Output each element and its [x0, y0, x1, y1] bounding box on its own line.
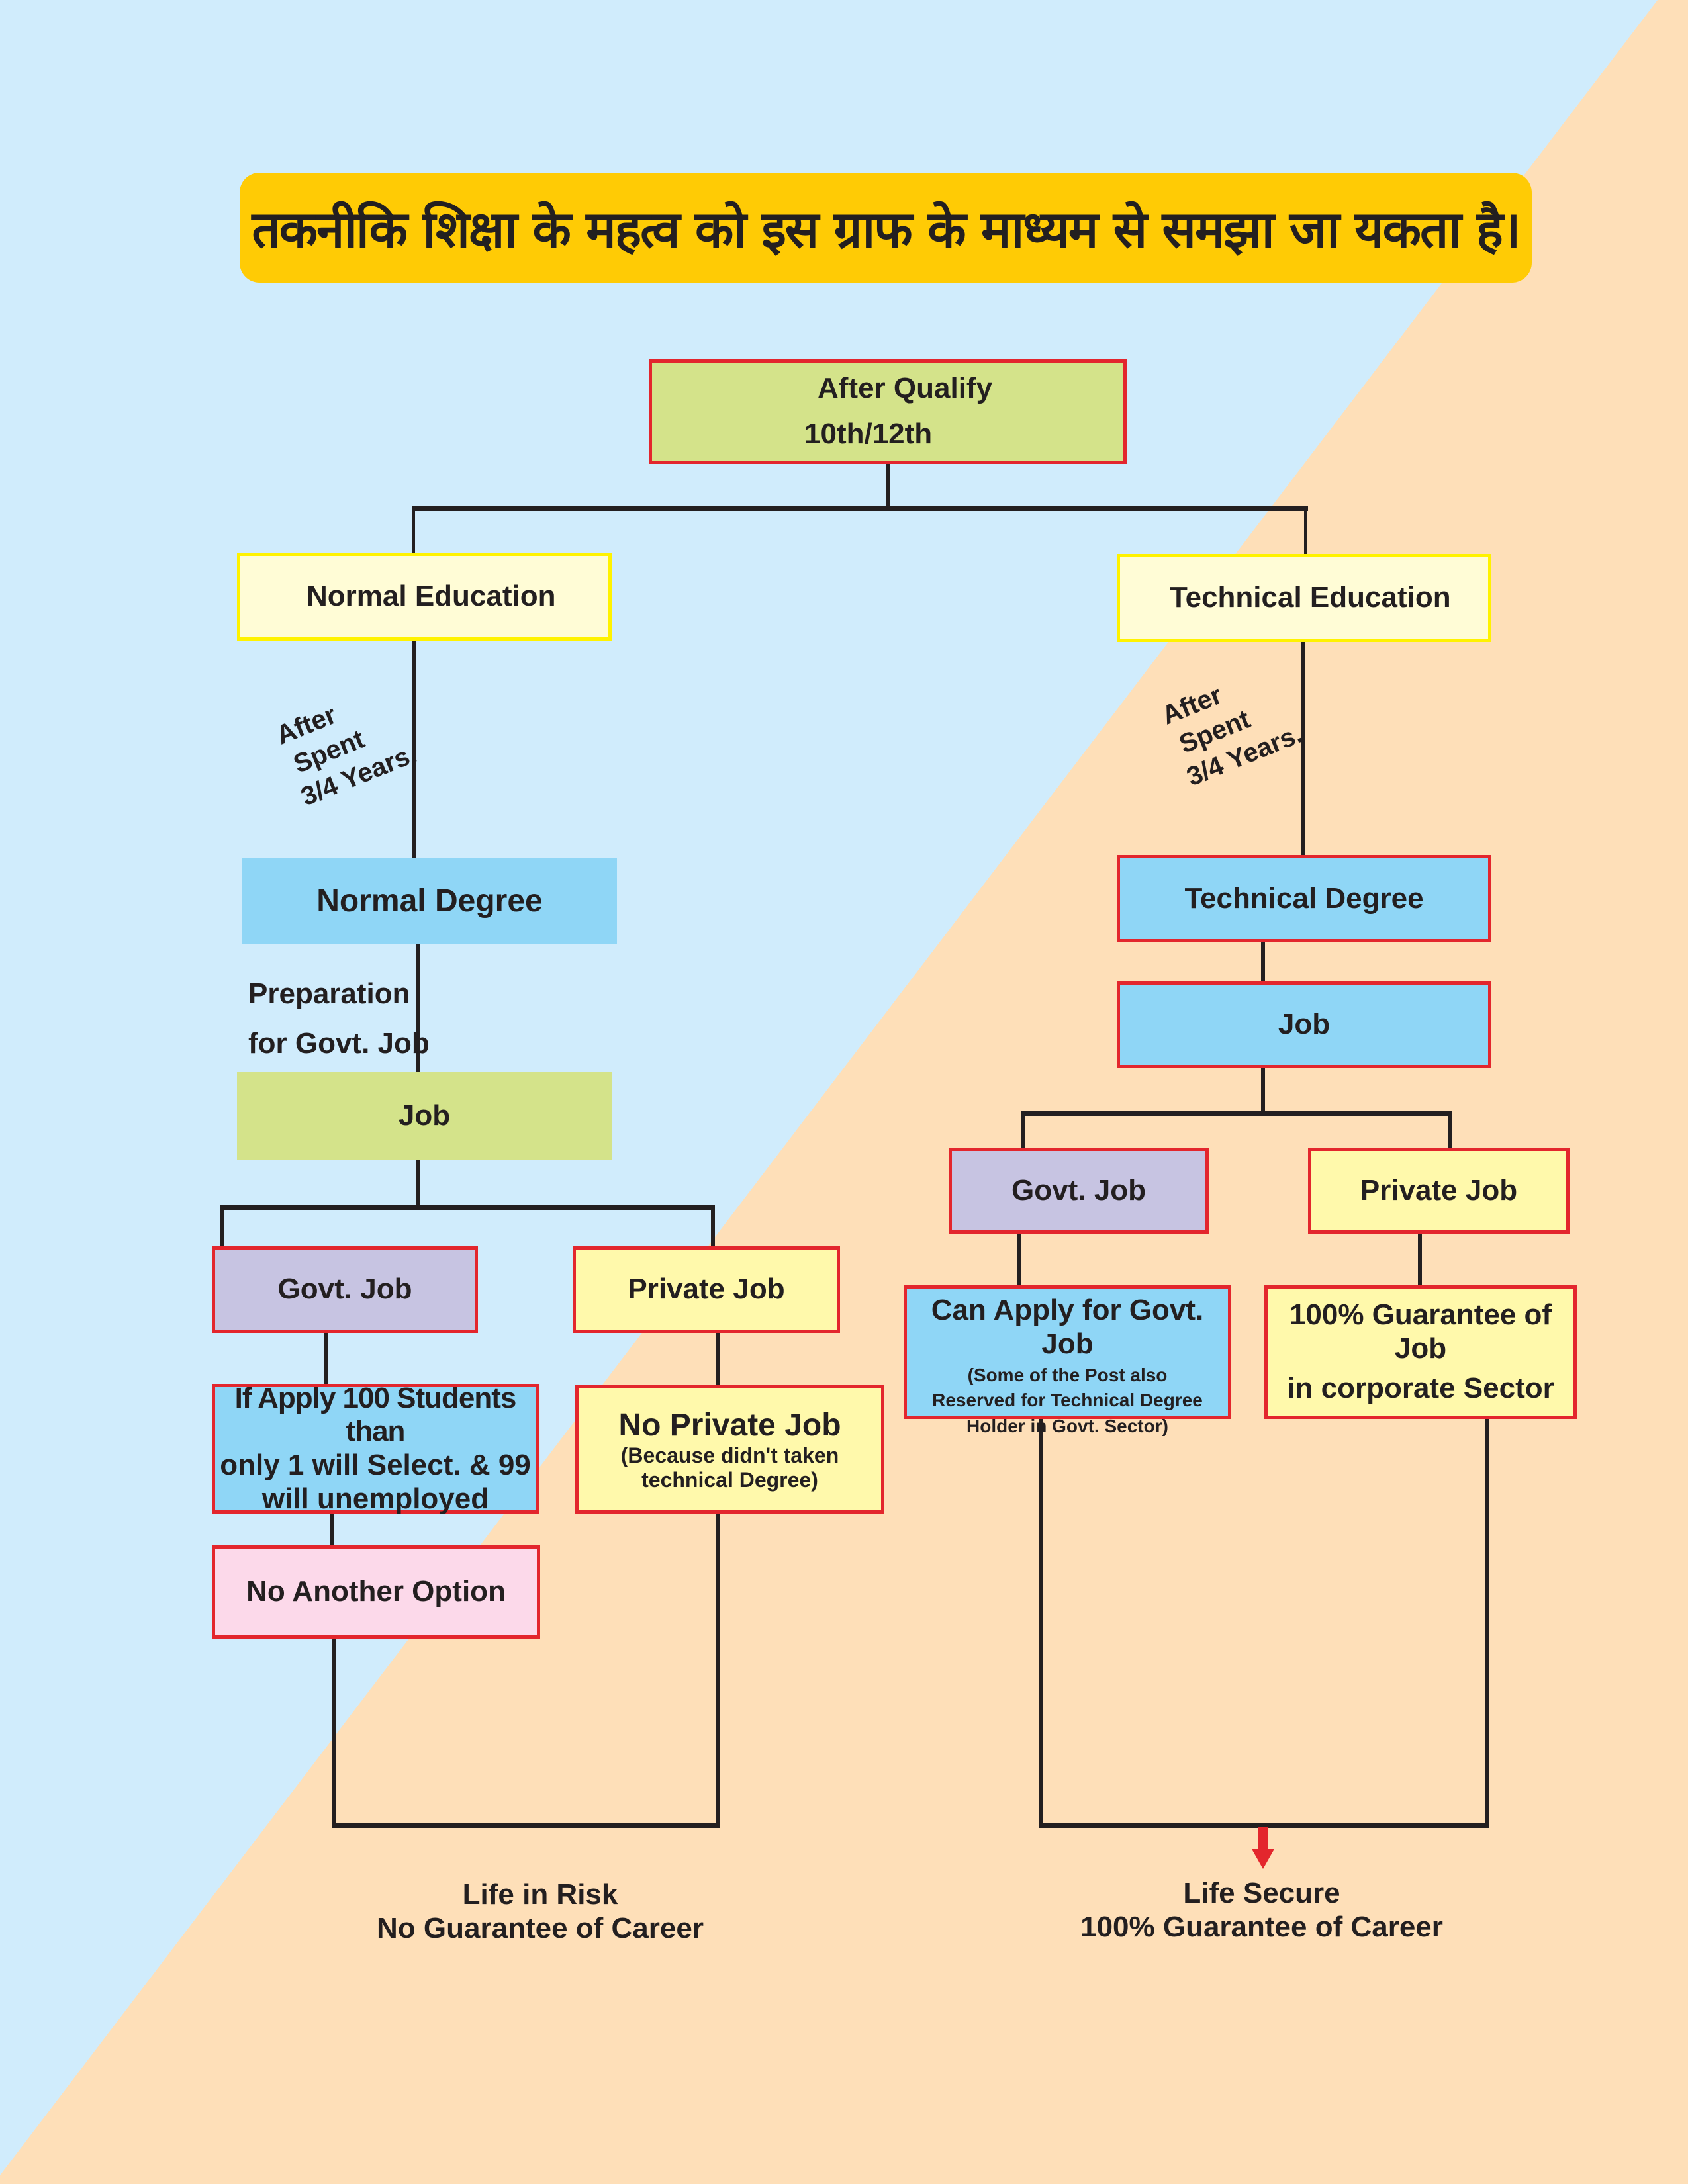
guarantee-job-node: 100% Guarantee of Job in corporate Secto… [1264, 1285, 1577, 1419]
normal-private-job-node: Private Job [573, 1246, 840, 1333]
connector [1485, 1419, 1489, 1827]
connector [330, 1514, 334, 1545]
technical-govt-job-label: Govt. Job [1011, 1173, 1146, 1206]
connector [1418, 1234, 1422, 1285]
connector [886, 464, 890, 509]
normal-job-node: Job [237, 1072, 612, 1160]
connector [1039, 1419, 1043, 1827]
root-line1: After Qualify [818, 372, 993, 405]
can-apply-note: Reserved for Technical Degree [932, 1390, 1203, 1411]
connector [332, 1823, 720, 1828]
connector [1021, 1114, 1025, 1148]
arrow-down-icon [1252, 1827, 1274, 1869]
normal-education-label: Normal Education [306, 580, 556, 613]
connector [324, 1333, 328, 1384]
guarantee-job-line: 100% Guarantee of Job [1289, 1298, 1552, 1365]
govt-result-line: only 1 will Select. & 99 [220, 1449, 531, 1481]
root-line2: 10th/12th [804, 418, 933, 450]
connector [220, 1207, 224, 1246]
preparation-note: Preparation for Govt. Job [248, 970, 430, 1069]
normal-degree-label: Normal Degree [316, 883, 543, 919]
outcome-line: Life Secure [1183, 1877, 1340, 1909]
connector [711, 1207, 715, 1246]
root-node: After Qualify 10th/12th [649, 359, 1127, 464]
page-title: तकनीकि शिक्षा के महत्व को इस ग्राफ के मा… [252, 199, 1521, 259]
connector [1261, 942, 1265, 981]
title-banner: तकनीकि शिक्षा के महत्व को इस ग्राफ के मा… [240, 173, 1532, 283]
normal-govt-result-node: If Apply 100 Students than only 1 will S… [212, 1381, 539, 1515]
connector [412, 508, 415, 553]
preparation-line: Preparation [248, 978, 410, 1010]
no-private-job-note: technical Degree) [641, 1467, 818, 1492]
technical-education-label: Technical Education [1170, 581, 1451, 614]
normal-govt-job-label: Govt. Job [277, 1273, 412, 1306]
connector [332, 1639, 336, 1827]
normal-job-label: Job [398, 1099, 451, 1132]
technical-job-node: Job [1117, 981, 1491, 1068]
technical-private-job-node: Private Job [1308, 1148, 1570, 1234]
connector [416, 1160, 420, 1208]
no-another-option-node: No Another Option [212, 1545, 540, 1639]
outcome-line: Life in Risk [462, 1878, 618, 1911]
connector [412, 506, 1308, 511]
outcome-line: No Guarantee of Career [377, 1911, 704, 1944]
no-private-job-node: No Private Job (Because didn't taken tec… [575, 1385, 884, 1514]
connector [1021, 1111, 1452, 1116]
govt-result-line: will unemployed [261, 1482, 489, 1515]
can-apply-note: (Some of the Post also [967, 1365, 1168, 1386]
technical-education-node: Technical Education [1117, 554, 1491, 642]
connector [716, 1333, 720, 1385]
normal-outcome: Life in Risk No Guarantee of Career [377, 1878, 704, 1945]
outcome-line: 100% Guarantee of Career [1080, 1910, 1443, 1943]
no-another-option-label: No Another Option [246, 1575, 506, 1608]
can-apply-govt-node: Can Apply for Govt. Job (Some of the Pos… [904, 1285, 1231, 1436]
no-private-job-title: No Private Job [618, 1407, 841, 1443]
normal-govt-job-node: Govt. Job [212, 1246, 478, 1333]
technical-job-label: Job [1278, 1008, 1331, 1041]
technical-govt-job-node: Govt. Job [949, 1148, 1209, 1234]
normal-degree-node: Normal Degree [242, 858, 617, 944]
connector [1448, 1114, 1452, 1148]
connector [416, 944, 420, 1072]
connector [716, 1514, 720, 1827]
connector [220, 1205, 715, 1210]
connector [1261, 1068, 1265, 1115]
connector [1304, 508, 1307, 554]
can-apply-title: Can Apply for Govt. Job [931, 1294, 1204, 1360]
guarantee-job-line: in corporate Sector [1287, 1372, 1554, 1405]
no-private-job-note: (Because didn't taken [620, 1443, 839, 1467]
technical-degree-node: Technical Degree [1117, 855, 1491, 942]
normal-private-job-label: Private Job [628, 1273, 785, 1306]
govt-result-line: If Apply 100 Students than [234, 1381, 517, 1448]
normal-education-node: Normal Education [237, 553, 612, 641]
connector [1017, 1234, 1021, 1285]
connector [1301, 642, 1305, 855]
connector [1039, 1823, 1489, 1828]
technical-outcome: Life Secure 100% Guarantee of Career [1080, 1877, 1443, 1944]
preparation-line: for Govt. Job [248, 1026, 430, 1060]
connector [412, 641, 416, 858]
can-apply-note: Holder in Govt. Sector) [966, 1415, 1168, 1436]
technical-degree-label: Technical Degree [1184, 882, 1424, 915]
technical-private-job-label: Private Job [1360, 1173, 1518, 1206]
